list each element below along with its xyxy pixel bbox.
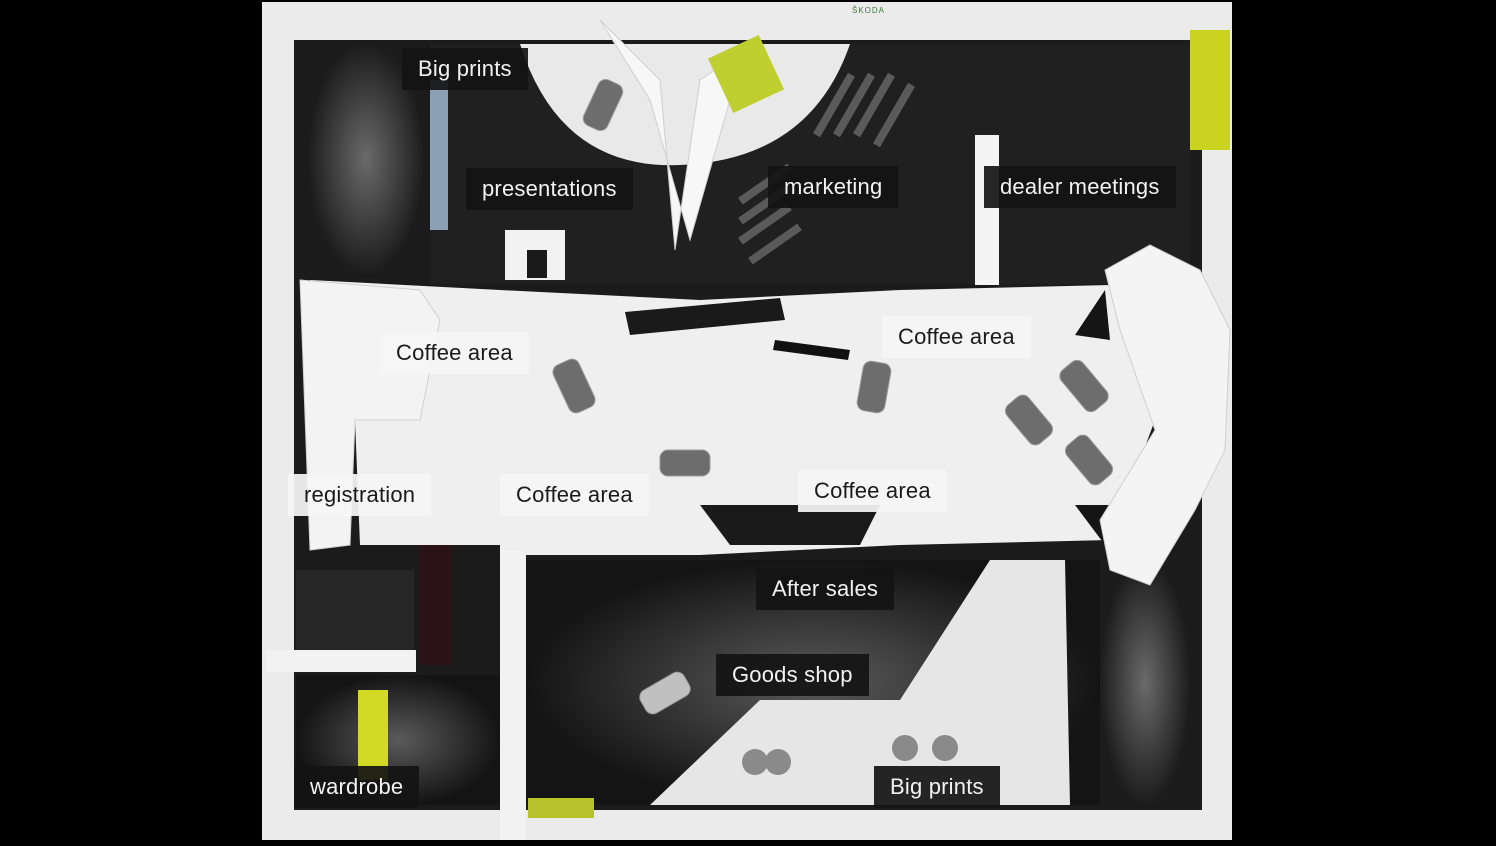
- area-label-coffee-right-bottom: Coffee area: [798, 470, 947, 512]
- after-sales-floor: [650, 560, 1070, 805]
- area-label-coffee-center: Coffee area: [500, 474, 649, 516]
- car-8: [639, 671, 691, 715]
- wall-divider: [266, 650, 416, 672]
- car-5: [1059, 359, 1109, 413]
- print-top-right: [1190, 30, 1230, 150]
- wall-dealer: [975, 135, 999, 285]
- area-label-goods-shop: Goods shop: [716, 654, 869, 696]
- print-mid-left: [420, 545, 452, 665]
- car-6: [1004, 394, 1054, 446]
- area-label-after-sales: After sales: [756, 568, 895, 610]
- area-label-coffee-right-top: Coffee area: [882, 316, 1031, 358]
- skoda-logo: ŠKODA: [852, 6, 886, 15]
- area-label-registration: registration: [288, 474, 432, 516]
- area-label-presentations: presentations: [466, 168, 633, 210]
- print-bottom: [528, 798, 594, 818]
- area-label-dealer-meetings: dealer meetings: [984, 166, 1176, 208]
- print-top-left: [430, 80, 448, 230]
- wall-mid: [500, 550, 526, 840]
- car-4: [659, 449, 711, 477]
- area-label-marketing: marketing: [768, 166, 899, 208]
- room-bottom-right: [1100, 560, 1190, 805]
- room-mid-left: [296, 570, 414, 650]
- car-2: [552, 358, 596, 414]
- area-label-wardrobe: wardrobe: [294, 766, 420, 808]
- right-structure: [1099, 244, 1231, 586]
- car-3: [856, 360, 892, 414]
- print-top-center: [707, 34, 785, 114]
- print-bottom-left: [358, 690, 388, 780]
- car-7: [1064, 434, 1114, 486]
- area-label-big-prints-bottom: Big prints: [874, 766, 1000, 808]
- area-label-big-prints-top: Big prints: [402, 48, 528, 90]
- area-label-coffee-left: Coffee area: [380, 332, 529, 374]
- car-1: [582, 78, 624, 132]
